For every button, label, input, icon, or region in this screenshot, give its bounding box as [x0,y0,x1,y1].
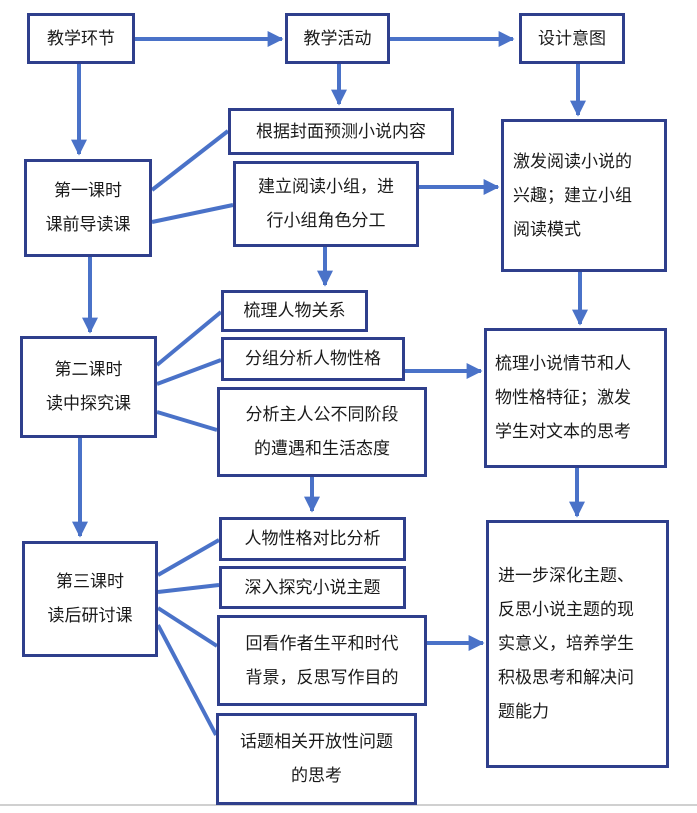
activity-group-line-2: 行小组角色分工 [266,211,386,231]
connector-lesson3-compare [157,538,220,577]
header-activity-text: 教学活动 [303,28,372,49]
activity-open-line-1: 话题相关开放性问题 [240,732,393,752]
activity-group-box: 建立阅读小组，进 行小组角色分工 [233,161,419,247]
activity-open-line-2: 的思考 [291,766,342,786]
intent3-box: 进一步深化主题、 反思小说主题的现 实意义，培养学生 积极思考和解决问 题能力 [486,520,669,768]
connector-lesson2-relations [155,310,223,367]
bottom-divider [0,804,697,806]
lesson1-box: 第一课时 课前导读课 [24,159,152,257]
activity-relations-text: 梳理人物关系 [243,301,346,321]
header-intent-text: 设计意图 [538,28,606,49]
connector-lesson3-author [156,606,219,648]
header-intent-box: 设计意图 [519,13,625,64]
lesson1-line-2: 课前导读课 [45,215,131,235]
activity-theme-box: 深入探究小说主题 [219,566,406,609]
intent3-line-1: 进一步深化主题、 [498,566,634,586]
activity-open-box: 话题相关开放性问题 的思考 [216,713,417,805]
header-activity-box: 教学活动 [285,13,390,64]
activity-author-box: 回看作者生平和时代 背景，反思写作目的 [217,615,427,706]
lesson3-line-1: 第三课时 [56,572,124,592]
lesson2-line-2: 读中探究课 [46,394,131,414]
intent2-line-3: 学生对文本的思考 [495,422,631,442]
activity-compare-text: 人物性格对比分析 [244,529,381,549]
connector-lesson1-predict [150,129,230,192]
lesson1-line-1: 第一课时 [54,181,122,201]
header-stage-text: 教学环节 [47,28,115,49]
activity-predict-box: 根据封面预测小说内容 [228,108,454,155]
intent2-line-2: 物性格特征；激发 [495,388,631,408]
activity-compare-box: 人物性格对比分析 [219,517,406,561]
activity-group-line-1: 建立阅读小组，进 [258,177,394,197]
intent1-line-1: 激发阅读小说的 [513,151,632,172]
lesson2-line-1: 第二课时 [54,360,123,380]
connector-lesson3-theme [157,583,220,594]
connector-lesson1-group [151,203,234,224]
intent3-line-5: 题能力 [498,702,549,722]
activity-protagonist-line-2: 的遭遇和生活态度 [254,439,390,459]
intent2-line-1: 梳理小说情节和人 [495,354,631,374]
intent2-box: 梳理小说情节和人 物性格特征；激发 学生对文本的思考 [484,328,667,468]
activity-author-line-1: 回看作者生平和时代 [245,633,399,654]
activity-author-line-2: 背景，反思写作目的 [245,667,399,688]
activity-relations-box: 梳理人物关系 [221,290,368,332]
activity-analyze-text: 分组分析人物性格 [245,349,381,369]
intent3-line-4: 积极思考和解决问 [498,668,634,688]
lesson3-box: 第三课时 读后研讨课 [22,541,158,657]
lesson3-line-2: 读后研讨课 [47,606,133,626]
activity-theme-text: 深入探究小说主题 [244,577,381,598]
activity-protagonist-line-1: 分析主人公不同阶段 [245,405,399,425]
intent1-line-3: 阅读模式 [513,219,581,240]
connector-lesson2-protagonist [156,410,218,432]
activity-protagonist-box: 分析主人公不同阶段 的遭遇和生活态度 [217,387,427,477]
connector-lesson3-open [156,624,218,736]
lesson2-box: 第二课时 读中探究课 [20,336,157,438]
connector-lesson2-analyze [156,358,222,386]
header-stage-box: 教学环节 [27,13,135,64]
activity-predict-text: 根据封面预测小说内容 [256,121,426,142]
activity-analyze-box: 分组分析人物性格 [221,337,405,381]
intent1-box: 激发阅读小说的 兴趣；建立小组 阅读模式 [501,119,667,272]
intent3-line-3: 实意义，培养学生 [498,634,634,654]
intent3-line-2: 反思小说主题的现 [498,600,634,620]
intent1-line-2: 兴趣；建立小组 [513,185,632,206]
